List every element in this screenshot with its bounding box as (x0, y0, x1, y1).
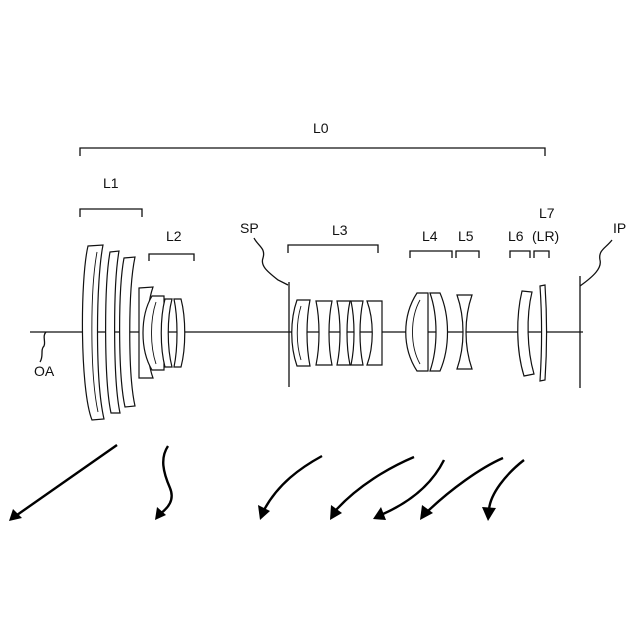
lens-l3-element-5 (367, 301, 382, 365)
lens-l2-element-4 (174, 299, 185, 367)
leader-ip (580, 240, 612, 286)
label-l6: L6 (508, 228, 524, 244)
arrow-l2-movement (155, 446, 172, 520)
lens-l3-element-3 (337, 301, 350, 365)
bracket-l4 (410, 251, 452, 258)
bracket-l3 (288, 245, 378, 253)
bracket-l2 (149, 254, 194, 261)
leader-oa (40, 332, 46, 362)
label-l2: L2 (166, 228, 182, 244)
bracket-l0 (80, 148, 545, 156)
label-l0: L0 (313, 120, 329, 136)
lens-l2-element-3 (161, 299, 172, 367)
lens-l7-element (540, 285, 547, 381)
lens-l4-element-1 (406, 293, 428, 371)
arrow-l3-movement (258, 456, 322, 520)
lens-l3-element-2 (316, 301, 332, 365)
arrow-l4-movement (330, 457, 414, 520)
label-l4: L4 (422, 228, 438, 244)
leader-sp (254, 238, 288, 285)
lens-l6-element (518, 291, 534, 376)
label-lr: (LR) (532, 228, 559, 244)
bracket-l6 (510, 251, 530, 258)
label-l7: L7 (539, 205, 555, 221)
arrow-l1-movement (9, 445, 117, 521)
label-oa: OA (34, 363, 55, 379)
lens-l3-element-4 (351, 301, 363, 365)
bracket-l1 (80, 209, 142, 217)
lens-l3-element-1 (292, 300, 310, 366)
label-sp: SP (240, 220, 259, 236)
lens-group-l1 (82, 245, 135, 420)
lens-group-l4 (406, 293, 448, 371)
bracket-l7 (534, 251, 549, 258)
label-l1: L1 (103, 175, 119, 191)
label-l3: L3 (332, 222, 348, 238)
label-ip: IP (613, 220, 626, 236)
arrow-l7-movement (482, 460, 524, 521)
label-l5: L5 (458, 228, 474, 244)
lens-group-l3 (292, 300, 382, 366)
lens-group-l2 (139, 287, 185, 378)
bracket-l5 (456, 251, 479, 258)
arrow-l5-movement (373, 460, 444, 520)
